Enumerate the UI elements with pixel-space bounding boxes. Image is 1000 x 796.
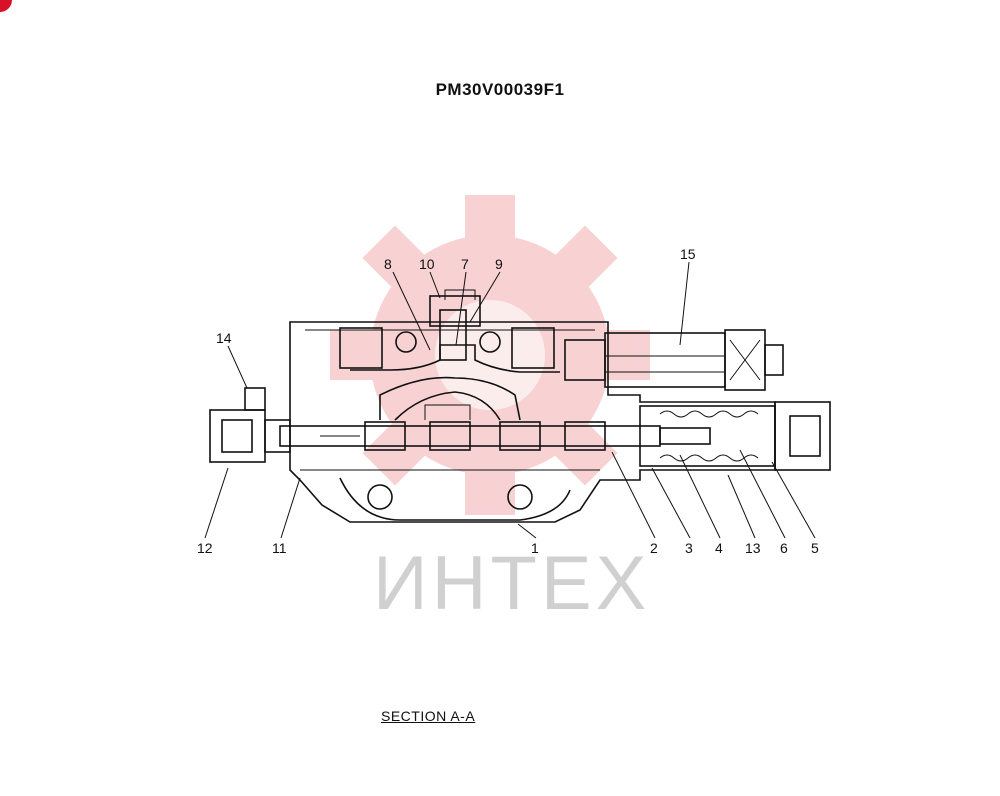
watermark-text: ИНТЕХ: [373, 541, 651, 626]
callout-4: 4: [715, 540, 723, 556]
callout-7: 7: [461, 256, 469, 272]
callout-15: 15: [680, 246, 696, 262]
callout-14: 14: [216, 330, 232, 346]
callout-6: 6: [780, 540, 788, 556]
callout-10: 10: [419, 256, 435, 272]
callout-labels: 8 10 7 9 15 14 12 11 1 2 3 4 13 6 5: [197, 246, 819, 556]
valve-body: [289, 321, 776, 523]
callout-9: 9: [495, 256, 503, 272]
check-valve-cap: [429, 289, 481, 361]
left-end-cap: [209, 387, 291, 463]
spool: [279, 421, 661, 451]
solenoid: [564, 329, 784, 391]
callout-12: 12: [197, 540, 213, 556]
spring-housing: [639, 401, 831, 471]
callout-1: 1: [531, 540, 539, 556]
leader-lines: [204, 261, 816, 539]
callout-2: 2: [650, 540, 658, 556]
callout-13: 13: [745, 540, 761, 556]
callout-3: 3: [685, 540, 693, 556]
watermark-gear-icon: [330, 195, 650, 515]
section-label: SECTION A-A: [381, 708, 476, 724]
drawing-number: PM30V00039F1: [435, 80, 565, 99]
callout-8: 8: [384, 256, 392, 272]
callout-11: 11: [272, 540, 287, 556]
callout-5: 5: [811, 540, 819, 556]
